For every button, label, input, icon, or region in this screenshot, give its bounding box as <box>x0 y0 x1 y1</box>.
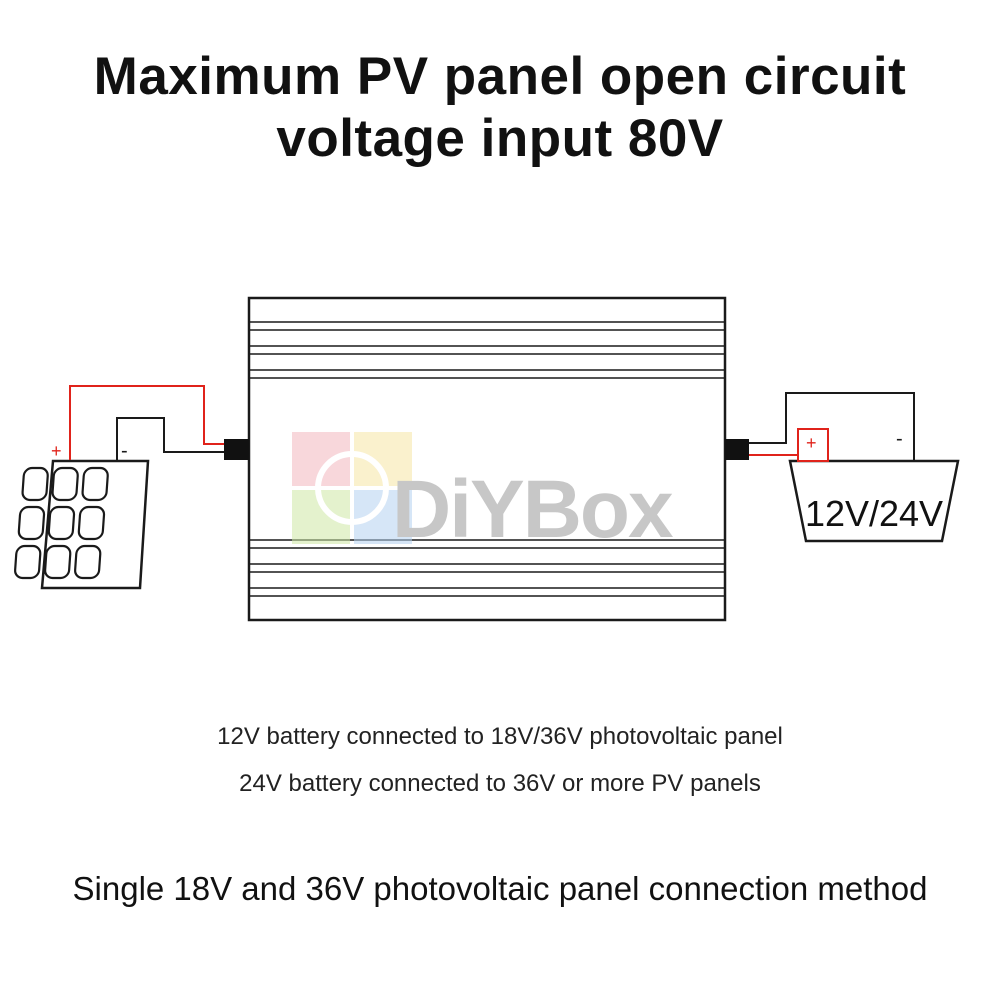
battery-negative-sign: - <box>896 428 903 450</box>
controller-heatsink-top <box>249 321 725 379</box>
controller: DiYBox <box>224 296 749 622</box>
connection-method-caption: Single 18V and 36V photovoltaic panel co… <box>72 870 928 907</box>
battery: + - 12V/24V <box>788 428 960 543</box>
page-title: Maximum PV panel open circuit voltage in… <box>0 46 1000 170</box>
solar-cell-grid <box>14 466 109 580</box>
solar-panel: + - <box>14 440 150 590</box>
output-connector <box>725 439 749 460</box>
note-12v-battery: 12V battery connected to 18V/36V photovo… <box>217 723 783 750</box>
input-connector <box>224 439 249 460</box>
solar-negative-sign: - <box>121 440 128 462</box>
solar-positive-sign: + <box>51 441 62 461</box>
battery-positive-sign: + <box>806 433 817 453</box>
solar-positive-wire <box>69 385 224 460</box>
solar-negative-wire <box>116 417 224 460</box>
title-line-2: voltage input 80V <box>276 109 724 168</box>
battery-negative-wire <box>749 392 915 461</box>
diybox-logo: DiYBox <box>292 432 675 555</box>
note-24v-battery: 24V battery connected to 36V or more PV … <box>239 770 761 797</box>
diybox-watermark-text: DiYBox <box>392 464 673 555</box>
title-line-1: Maximum PV panel open circuit <box>93 47 907 106</box>
battery-voltage-label: 12V/24V <box>805 493 943 534</box>
battery-positive-terminal <box>797 428 829 462</box>
battery-body <box>788 459 960 543</box>
